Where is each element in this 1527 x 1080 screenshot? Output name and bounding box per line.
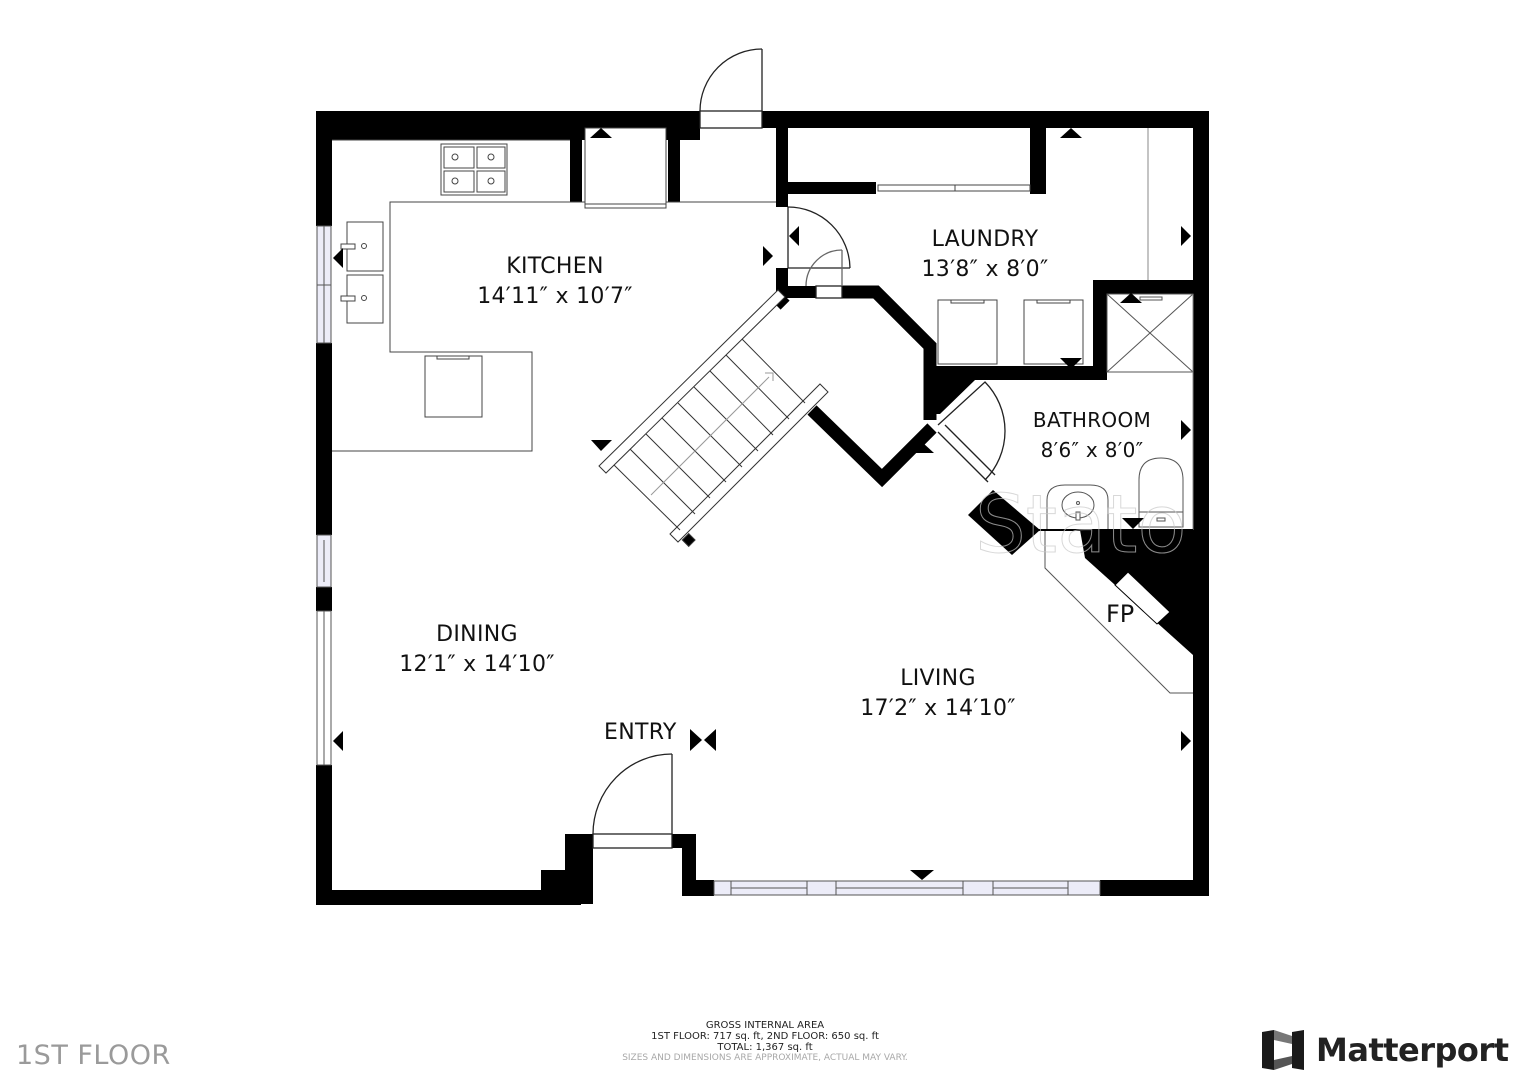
brand-name: Matterport [1316, 1031, 1509, 1069]
doors [592, 48, 1006, 849]
room-label-living: LIVING 17′2″ x 14′10″ [860, 664, 1016, 724]
washer-icon [937, 299, 998, 365]
floor-name-label: 1ST FLOOR [16, 1040, 171, 1071]
gross-area-summary: GROSS INTERNAL AREA 1ST FLOOR: 717 sq. f… [600, 1020, 930, 1064]
room-label-bathroom: BATHROOM 8′6″ x 8′0″ [1033, 405, 1151, 465]
exterior-walls [316, 111, 1209, 905]
staircase [598, 289, 829, 548]
interior-walls [570, 111, 1209, 414]
windows [316, 225, 1101, 896]
matterport-logo-icon [1262, 1030, 1304, 1070]
room-name-dining: DINING [436, 622, 518, 647]
room-dimensions-dining: 12′1″ x 14′10″ [399, 652, 555, 677]
room-name-laundry: LAUNDRY [931, 227, 1039, 252]
room-label-kitchen: KITCHEN 14′11″ x 10′7″ [477, 252, 633, 312]
refrigerator-icon [584, 127, 667, 209]
stair-direction-arrow [650, 372, 774, 496]
closet-sliding-door [877, 184, 1031, 192]
double-sink-icon [340, 221, 384, 324]
shower-icon [1106, 293, 1194, 373]
laundry-fixtures [788, 128, 1149, 365]
room-label-dining: DINING 12′1″ x 14′10″ [399, 620, 555, 680]
angled-walls [771, 285, 937, 488]
view-markers [333, 128, 1191, 880]
cooktop-icon [440, 143, 508, 196]
area-title: GROSS INTERNAL AREA [705, 1020, 825, 1031]
room-dimensions-bathroom: 8′6″ x 8′0″ [1040, 438, 1144, 462]
kitchen-fixtures [332, 127, 776, 452]
stair-treads [613, 338, 806, 531]
area-disclaimer: SIZES AND DIMENSIONS ARE APPROXIMATE, AC… [622, 1053, 908, 1063]
dryer-icon [1023, 299, 1084, 365]
bathroom-sink-icon [1046, 484, 1109, 530]
room-dimensions-living: 17′2″ x 14′10″ [860, 696, 1016, 721]
toilet-icon [1138, 457, 1184, 528]
room-dimensions-kitchen: 14′11″ x 10′7″ [477, 284, 633, 309]
room-name-kitchen: KITCHEN [506, 254, 604, 279]
room-dimensions-laundry: 13′8″ x 8′0″ [921, 257, 1049, 282]
matterport-brand: Matterport [1262, 1028, 1509, 1072]
area-total-line: TOTAL: 1,367 sq. ft [717, 1042, 813, 1053]
room-label-laundry: LAUNDRY 13′8″ x 8′0″ [921, 225, 1048, 285]
fireplace-mass [968, 490, 1193, 694]
dishwasher-icon [424, 355, 483, 418]
room-name-living: LIVING [900, 666, 976, 691]
bathroom-fixtures [1012, 293, 1194, 531]
room-name-bathroom: BATHROOM [1032, 408, 1152, 432]
fireplace-label: FP [1106, 600, 1135, 628]
entry-label: ENTRY [604, 720, 677, 745]
area-floors-line: 1ST FLOOR: 717 sq. ft, 2ND FLOOR: 650 sq… [651, 1031, 879, 1042]
